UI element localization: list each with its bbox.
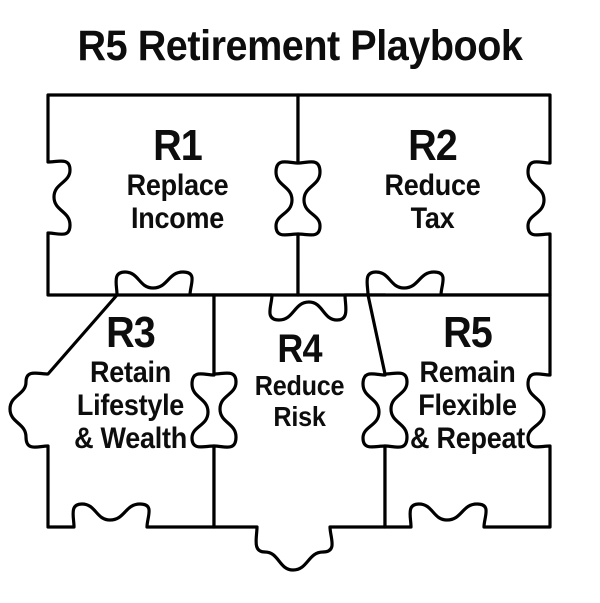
puzzle-piece-r1[interactable] bbox=[46, 93, 300, 297]
puzzle-piece-r2[interactable] bbox=[296, 93, 552, 297]
puzzle-piece-r5[interactable] bbox=[366, 293, 552, 529]
puzzle-piece-r3[interactable] bbox=[8, 293, 216, 529]
puzzle-piece-r4[interactable] bbox=[212, 293, 387, 572]
page-title: R5 Retirement Playbook bbox=[77, 22, 523, 70]
